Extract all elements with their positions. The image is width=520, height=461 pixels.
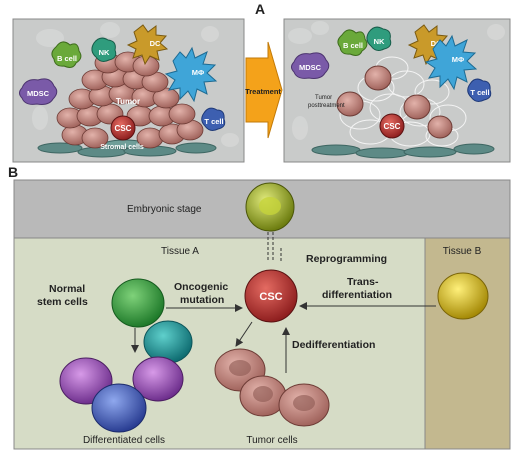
reprogramming-label: Reprogramming: [306, 253, 387, 265]
macrophage-before: MΦ: [164, 46, 218, 103]
treatment-arrow: [245, 41, 283, 139]
embryonic-nucleus: [259, 197, 281, 215]
normal-stem-label-2: stem cells: [37, 296, 88, 308]
treatment-label: Treatment: [245, 87, 281, 96]
nk-label-after: NK: [374, 37, 385, 46]
dc-label-before: DC: [150, 39, 161, 48]
csc-central-label: CSC: [259, 291, 282, 303]
panel-a-letter: A: [255, 1, 265, 17]
mdsc-label-before: MDSC: [27, 89, 50, 98]
b-cell-before: B cell: [51, 41, 82, 68]
csc-label-after: CSC: [384, 122, 401, 131]
b-cell-after: B cell: [337, 29, 368, 56]
tumor-cell: [168, 103, 196, 125]
tumor-cells-label: Tumor cells: [246, 435, 297, 446]
dedifferentiation-label: Dedifferentiation: [292, 339, 375, 351]
oncogenic-label-1: Oncogenic: [174, 281, 228, 293]
tissue-b-label: Tissue B: [443, 246, 482, 257]
t-cell-label-before: T cell: [204, 117, 223, 126]
teal-cell: [143, 320, 193, 364]
background-ghost-cells-after: [288, 21, 505, 140]
dc-cell-before: DC: [126, 24, 169, 66]
normal-stem-label-1: Normal: [49, 283, 85, 295]
b-cell-label-after: B cell: [343, 41, 363, 50]
residual-tumor-cells: [336, 65, 453, 139]
mphi-label-before: MΦ: [192, 68, 204, 77]
blue-cell: [91, 383, 147, 433]
tumor-post-label-2: posttreatment: [308, 103, 345, 109]
oncogenic-label-2: mutation: [180, 294, 224, 306]
trans-label-2: differentiation: [322, 289, 392, 301]
tumor-label: Tumor: [116, 97, 140, 106]
mdsc-label-after: MDSC: [299, 63, 322, 72]
csc-central-cell: [244, 269, 298, 323]
nk-cell-after: NK: [366, 26, 392, 51]
tumor-formation-arrow: [235, 321, 253, 347]
dc-label-after: DC: [431, 39, 442, 48]
normal-stem-cell: [111, 278, 165, 328]
tissue-a-region: [13, 237, 426, 450]
tumor-post-label-1: Tumor: [315, 95, 332, 101]
nk-cell-before: NK: [91, 37, 117, 62]
tumor-cell: [152, 87, 180, 109]
macrophage-after: MΦ: [424, 34, 478, 91]
b-cell-label-before: B cell: [57, 54, 77, 63]
mphi-label-after: MΦ: [452, 55, 464, 64]
tumor-cell: [81, 127, 109, 149]
tumor-cells-cluster: [214, 348, 330, 427]
t-cell-label-after: T cell: [470, 88, 489, 97]
nk-label-before: NK: [99, 48, 110, 57]
tissue-b-region: [424, 237, 511, 450]
differentiated-label: Differentiated cells: [83, 435, 165, 446]
panel-b-letter: B: [8, 164, 18, 180]
t-cell-after: T cell: [467, 78, 492, 102]
purple-cell-right: [132, 356, 184, 402]
stromal-label: Stromal cells: [100, 144, 144, 151]
mdsc-cell-before: MDSC: [19, 78, 58, 105]
stromal-cells-before: [37, 139, 217, 158]
csc-label-before: CSC: [115, 124, 132, 133]
csc-cell-before: [110, 115, 136, 141]
background-ghost-cells: [32, 22, 239, 147]
tissue-b-cell: [437, 272, 489, 320]
stromal-cells-after: [311, 143, 495, 159]
tumor-mass: [56, 51, 204, 149]
trans-label-1: Trans-: [347, 276, 379, 288]
mdsc-cell-after: MDSC: [291, 52, 330, 79]
embryonic-stage-label: Embryonic stage: [127, 204, 202, 215]
csc-cell-after: [379, 113, 405, 139]
tissue-a-label: Tissue A: [161, 246, 199, 257]
t-cell-before: T cell: [201, 107, 226, 131]
